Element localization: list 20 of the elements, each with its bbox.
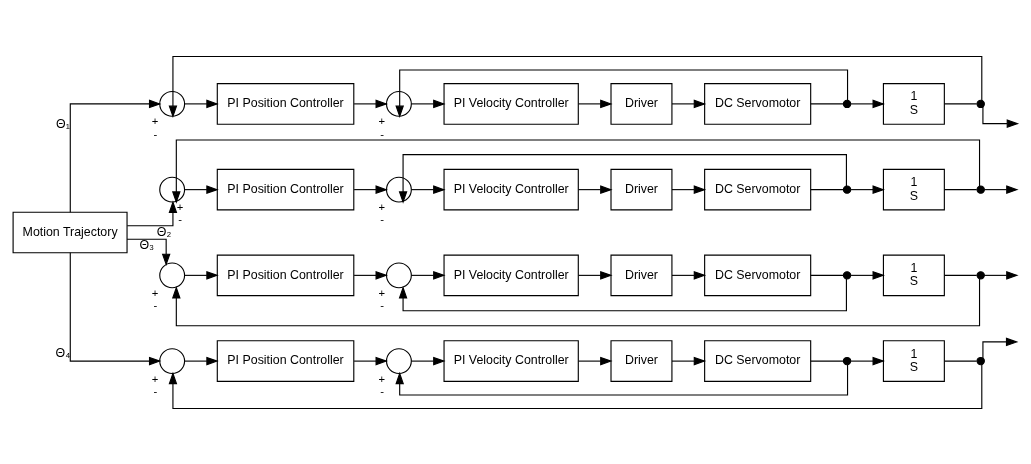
node-label: + — [378, 200, 386, 213]
node-label: + — [176, 200, 184, 213]
node-label: - — [153, 384, 158, 397]
edge-label: Θ₂ — [156, 224, 172, 239]
node-label: - — [153, 298, 158, 311]
edge-label: Θ₁ — [56, 116, 70, 131]
node-label: + — [378, 286, 386, 299]
node-label: + — [151, 372, 159, 385]
edge-label: Θ₃ — [139, 237, 155, 252]
node-label: - — [380, 298, 385, 311]
node-label: - — [380, 127, 385, 140]
node-label: - — [153, 127, 158, 140]
node-label: + — [378, 372, 386, 385]
node-label: - — [178, 212, 183, 225]
node-label: - — [380, 384, 385, 397]
node-label: + — [378, 114, 386, 127]
node-label: - — [380, 212, 385, 225]
edge-label: Θ₄ — [55, 345, 71, 360]
node-label: + — [151, 114, 159, 127]
node-label: + — [151, 286, 159, 299]
